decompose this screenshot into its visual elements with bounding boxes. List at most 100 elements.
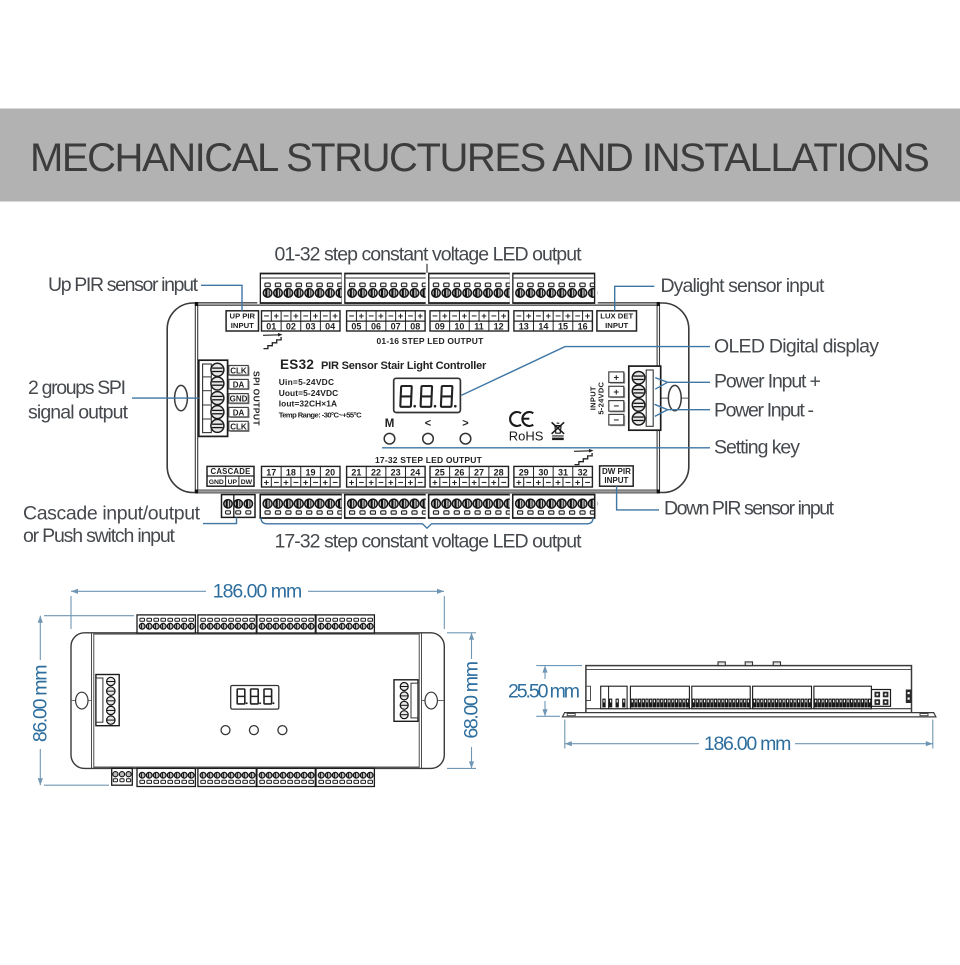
svg-text:01: 01: [266, 321, 276, 331]
svg-text:−: −: [432, 311, 438, 322]
svg-text:Down PIR sensor input: Down PIR sensor input: [664, 498, 835, 520]
svg-text:+: +: [526, 311, 532, 322]
svg-text:5-24VDC: 5-24VDC: [597, 381, 606, 414]
svg-text:+: +: [555, 478, 561, 489]
svg-text:27: 27: [474, 467, 484, 477]
svg-text:23: 23: [391, 467, 401, 477]
svg-text:25.50 mm: 25.50 mm: [508, 681, 579, 703]
svg-text:−: −: [442, 478, 448, 489]
svg-text:−: −: [349, 311, 355, 322]
svg-text:+: +: [359, 311, 365, 322]
svg-text:16: 16: [578, 321, 588, 331]
svg-text:−: −: [516, 311, 522, 322]
svg-text:08: 08: [410, 321, 420, 331]
svg-text:Setting key: Setting key: [714, 437, 800, 459]
svg-text:22: 22: [371, 467, 381, 477]
svg-text:PIR Sensor Stair Light Control: PIR Sensor Stair Light Controller: [321, 360, 487, 372]
svg-text:28: 28: [494, 467, 504, 477]
svg-text:+: +: [368, 478, 374, 489]
svg-text:18: 18: [286, 467, 296, 477]
svg-text:26: 26: [454, 467, 464, 477]
svg-text:OLED Digital display: OLED Digital display: [714, 336, 879, 358]
svg-text:−: −: [481, 478, 487, 489]
svg-text:Uin=5-24VDC: Uin=5-24VDC: [279, 377, 335, 387]
svg-text:+: +: [378, 311, 384, 322]
svg-text:+: +: [614, 387, 620, 398]
svg-text:Dyalight sensor input: Dyalight sensor input: [661, 275, 825, 297]
svg-text:+: +: [516, 478, 522, 489]
svg-text:+: +: [545, 311, 551, 322]
svg-text:CLK: CLK: [230, 367, 247, 376]
svg-text:−: −: [332, 478, 338, 489]
svg-text:05: 05: [351, 321, 361, 331]
svg-text:+: +: [491, 478, 497, 489]
svg-text:31: 31: [558, 467, 568, 477]
svg-text:15: 15: [558, 321, 568, 331]
svg-text:+: +: [313, 311, 319, 322]
svg-text:RoHS: RoHS: [509, 429, 544, 444]
svg-text:GND: GND: [209, 479, 224, 486]
svg-text:−: −: [452, 311, 458, 322]
svg-text:09: 09: [435, 321, 445, 331]
svg-text:+: +: [462, 311, 468, 322]
svg-text:INPUT: INPUT: [604, 476, 628, 485]
svg-text:14: 14: [538, 321, 548, 331]
svg-text:−: −: [462, 478, 468, 489]
svg-text:Power Input -: Power Input -: [714, 400, 814, 422]
svg-text:186.00 mm: 186.00 mm: [704, 733, 790, 755]
svg-text:−: −: [555, 311, 561, 322]
svg-text:CASCADE: CASCADE: [211, 467, 251, 476]
svg-text:−: −: [273, 478, 279, 489]
svg-text:SPI OUTPUT: SPI OUTPUT: [252, 371, 262, 426]
svg-text:−: −: [378, 478, 384, 489]
svg-text:CLK: CLK: [230, 422, 247, 431]
svg-text:+: +: [614, 373, 620, 384]
svg-text:−: −: [491, 311, 497, 322]
svg-text:Uout=5-24VDC: Uout=5-24VDC: [279, 388, 339, 398]
svg-text:+: +: [283, 478, 289, 489]
svg-text:02: 02: [286, 321, 296, 331]
svg-text:>: >: [462, 418, 468, 430]
svg-text:29: 29: [519, 467, 529, 477]
svg-text:19: 19: [306, 467, 316, 477]
svg-text:+: +: [264, 478, 270, 489]
svg-text:−: −: [303, 311, 309, 322]
svg-text:+: +: [481, 311, 487, 322]
svg-text:+: +: [501, 311, 507, 322]
svg-text:86.00 mm: 86.00 mm: [30, 666, 52, 742]
svg-text:+: +: [323, 478, 329, 489]
svg-text:MECHANICAL STRUCTURES AND INST: MECHANICAL STRUCTURES AND INSTALLATIONS: [30, 136, 928, 180]
svg-text:−: −: [388, 311, 394, 322]
svg-text:M: M: [385, 418, 395, 430]
svg-text:INPUT: INPUT: [231, 321, 254, 330]
svg-text:17-32 STEP LED OUTPUT: 17-32 STEP LED OUTPUT: [375, 455, 483, 465]
svg-text:+: +: [388, 478, 394, 489]
svg-text:−: −: [264, 311, 270, 322]
svg-text:+: +: [536, 478, 542, 489]
svg-text:DA: DA: [233, 380, 245, 389]
svg-text:−: −: [565, 478, 571, 489]
svg-text:−: −: [323, 311, 329, 322]
svg-text:−: −: [545, 478, 551, 489]
svg-text:2 groups SPI: 2 groups SPI: [28, 377, 125, 399]
svg-text:Up PIR sensor input: Up PIR sensor input: [48, 274, 199, 296]
svg-text:LUX DET: LUX DET: [600, 312, 633, 321]
svg-text:+: +: [332, 311, 338, 322]
svg-text:+: +: [417, 311, 423, 322]
svg-text:−: −: [536, 311, 542, 322]
svg-text:−: −: [471, 311, 477, 322]
svg-text:17-32 step constant voltage LE: 17-32 step constant voltage LED output: [274, 531, 582, 553]
svg-text:04: 04: [325, 321, 335, 331]
svg-text:24: 24: [410, 467, 420, 477]
svg-text:+: +: [408, 478, 414, 489]
svg-text:+: +: [273, 311, 279, 322]
svg-text:07: 07: [391, 321, 401, 331]
svg-text:−: −: [359, 478, 365, 489]
svg-text:01-16 STEP LED OUTPUT: 01-16 STEP LED OUTPUT: [376, 336, 484, 346]
svg-text:+: +: [398, 311, 404, 322]
svg-text:−: −: [575, 311, 581, 322]
svg-text:+: +: [471, 478, 477, 489]
svg-text:21: 21: [351, 467, 361, 477]
svg-text:+: +: [565, 311, 571, 322]
svg-text:<: <: [425, 418, 431, 430]
